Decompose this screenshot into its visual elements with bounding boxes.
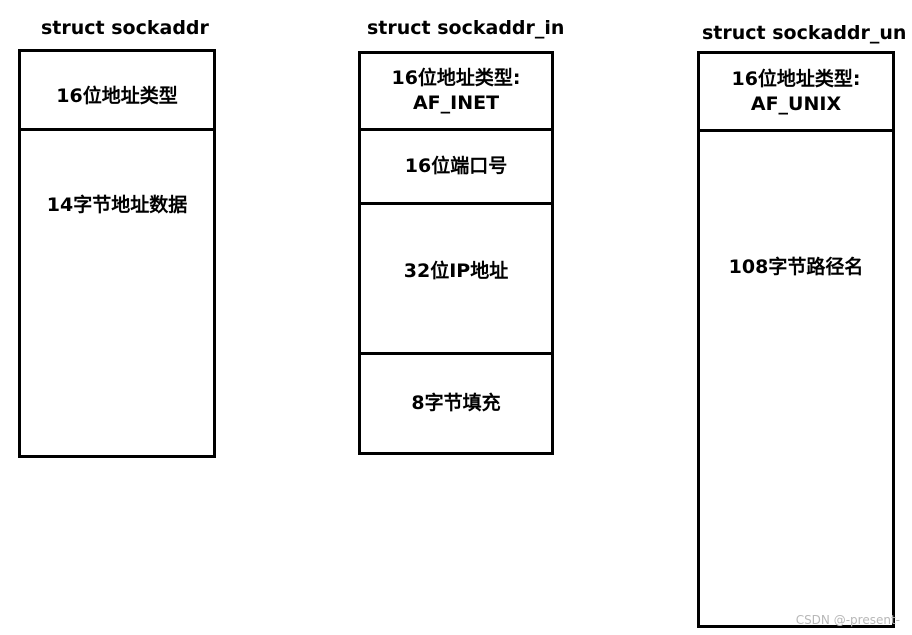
field-label: 16位地址类型 <box>56 84 178 107</box>
field-port: 16位端口号 <box>361 131 551 205</box>
field-address-family: 16位地址类型: AF_UNIX <box>700 54 892 132</box>
struct-sockaddr-in-box: 16位地址类型: AF_INET 16位端口号 32位IP地址 8字节填充 <box>358 51 554 455</box>
field-path-name: 108字节路径名 <box>700 132 892 402</box>
field-label: 32位IP地址 <box>403 260 509 283</box>
watermark: CSDN @-present- <box>795 613 900 627</box>
field-label: 16位地址类型: <box>731 67 861 90</box>
struct-sockaddr-un-box: 16位地址类型: AF_UNIX 108字节路径名 <box>697 51 895 628</box>
struct-sockaddr-box: 16位地址类型 14字节地址数据 <box>18 49 216 458</box>
field-padding: 8字节填充 <box>361 355 551 452</box>
field-label: 108字节路径名 <box>728 255 864 278</box>
struct-sockaddr-in-title: struct sockaddr_in <box>367 17 565 39</box>
field-address-data: 14字节地址数据 <box>21 131 213 243</box>
field-address-family: 16位地址类型 <box>21 52 213 131</box>
struct-sockaddr-title: struct sockaddr <box>41 17 209 39</box>
field-label: 14字节地址数据 <box>46 193 188 216</box>
struct-sockaddr-un-title: struct sockaddr_un <box>702 22 907 44</box>
field-value: AF_INET <box>412 92 500 114</box>
field-label: 8字节填充 <box>411 392 501 415</box>
field-ip-address: 32位IP地址 <box>361 205 551 355</box>
field-label: 16位地址类型: <box>391 67 521 90</box>
field-value: AF_UNIX <box>750 92 842 115</box>
field-label: 16位端口号 <box>404 155 508 178</box>
field-address-family: 16位地址类型: AF_INET <box>361 54 551 131</box>
